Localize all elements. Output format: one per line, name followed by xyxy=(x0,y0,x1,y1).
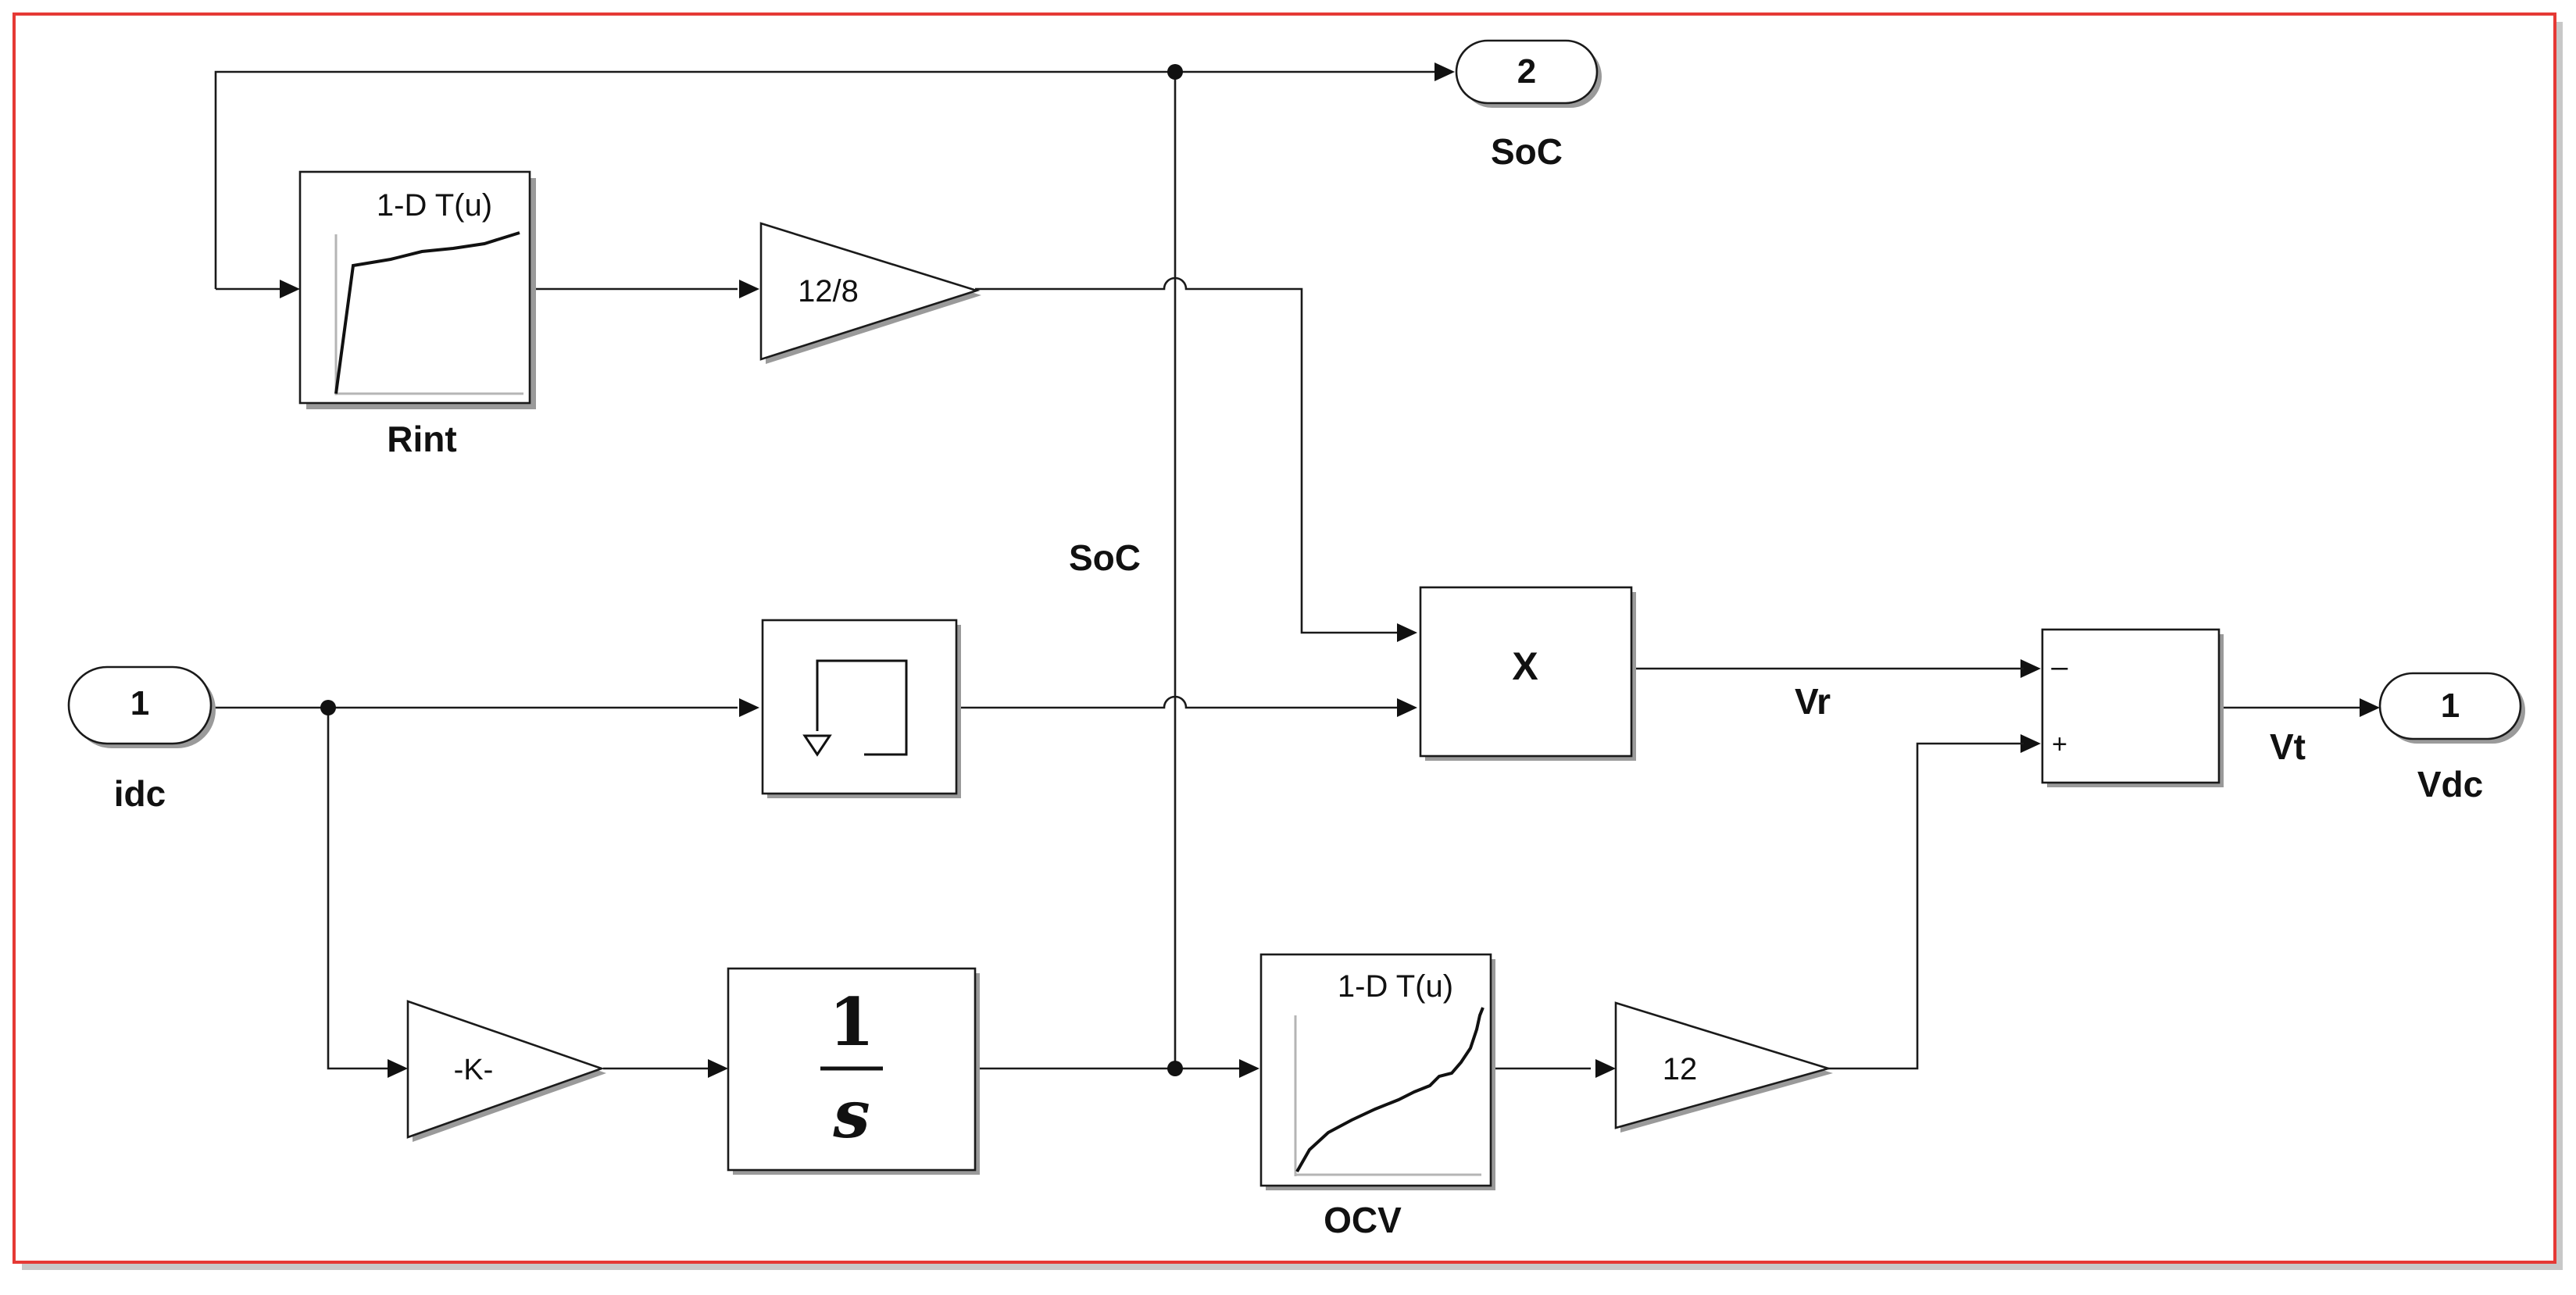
wire-gain12-to-sum xyxy=(1828,742,1994,1070)
signal-labels: SoC Vr Vt xyxy=(1069,537,2306,767)
wire-sign-to-product xyxy=(958,695,1397,709)
arrow-shaft-fixes xyxy=(1994,667,2024,745)
signal-label-vr: Vr xyxy=(1795,681,1831,722)
arrowhead xyxy=(280,280,300,298)
junction-dot-soc-bottom xyxy=(1167,1061,1183,1076)
signal-label-soc: SoC xyxy=(1069,537,1141,578)
lookup-table-header: 1-D T(u) xyxy=(1338,969,1453,1004)
gain-value: 12 xyxy=(1663,1052,1698,1086)
junction-dots xyxy=(320,64,1183,1076)
block-label-ocv: OCV xyxy=(1324,1200,1402,1240)
arrowhead xyxy=(2360,698,2380,717)
wire-idc-branch xyxy=(327,708,389,1070)
gain-k[interactable]: -K- xyxy=(406,1000,606,1142)
product-symbol: X xyxy=(1512,644,1538,688)
sum-minus-sign: – xyxy=(2051,651,2068,683)
wire-soc-top xyxy=(214,70,1439,289)
arrowhead xyxy=(1595,1059,1616,1078)
inport-label: idc xyxy=(114,773,166,814)
arrowhead xyxy=(388,1059,408,1078)
product-block[interactable]: X xyxy=(1419,586,1636,761)
integrator-denominator: s xyxy=(832,1076,870,1153)
sign-symbol-icon xyxy=(802,659,908,757)
arrowhead xyxy=(1397,623,1417,642)
outport-label: SoC xyxy=(1491,131,1563,172)
outport-number: 1 xyxy=(2441,687,2460,725)
outport-number: 2 xyxy=(1517,52,1536,91)
lookup-curve-icon xyxy=(1294,1007,1485,1176)
integrator-numerator: 1 xyxy=(829,983,874,1061)
arrowhead xyxy=(1434,62,1455,81)
arrowhead xyxy=(2020,659,2041,678)
lookup-curve-icon xyxy=(334,231,523,395)
gain-rint[interactable]: 12/8 xyxy=(759,222,981,364)
outport-soc[interactable]: 2 SoC xyxy=(1455,39,1602,172)
wire-gain-to-product xyxy=(975,276,1397,634)
lookup-table-rint[interactable]: 1-D T(u) Rint xyxy=(298,170,536,459)
arrowhead xyxy=(739,698,759,717)
inport-idc[interactable]: 1 idc xyxy=(67,665,216,814)
sign-block[interactable] xyxy=(761,619,961,798)
arrowheads xyxy=(280,62,2380,1078)
sum-plus-sign: + xyxy=(2052,730,2067,759)
inport-number: 1 xyxy=(130,684,149,722)
gain-value: -K- xyxy=(454,1054,494,1086)
gain-value: 12/8 xyxy=(798,274,859,309)
sum-block[interactable]: – + xyxy=(2041,628,2224,787)
arrowhead xyxy=(1397,698,1417,717)
signal-wires xyxy=(213,70,2363,1070)
arrowhead xyxy=(708,1059,728,1078)
signal-label-vt: Vt xyxy=(2270,726,2306,767)
arrowhead xyxy=(1239,1059,1259,1078)
integrator-block[interactable]: 1 s xyxy=(727,967,980,1175)
lookup-table-header: 1-D T(u) xyxy=(377,188,492,223)
outport-vdc[interactable]: 1 Vdc xyxy=(2378,672,2525,804)
outport-label: Vdc xyxy=(2417,764,2483,804)
arrowhead xyxy=(739,280,759,298)
arrowhead xyxy=(2020,734,2041,753)
block-label-rint: Rint xyxy=(387,419,456,459)
junction-dot-soc-top xyxy=(1167,64,1183,80)
lookup-table-ocv[interactable]: 1-D T(u) OCV xyxy=(1259,953,1495,1240)
junction-dot-idc xyxy=(320,700,336,715)
gain-ocv[interactable]: 12 xyxy=(1614,1001,1833,1133)
